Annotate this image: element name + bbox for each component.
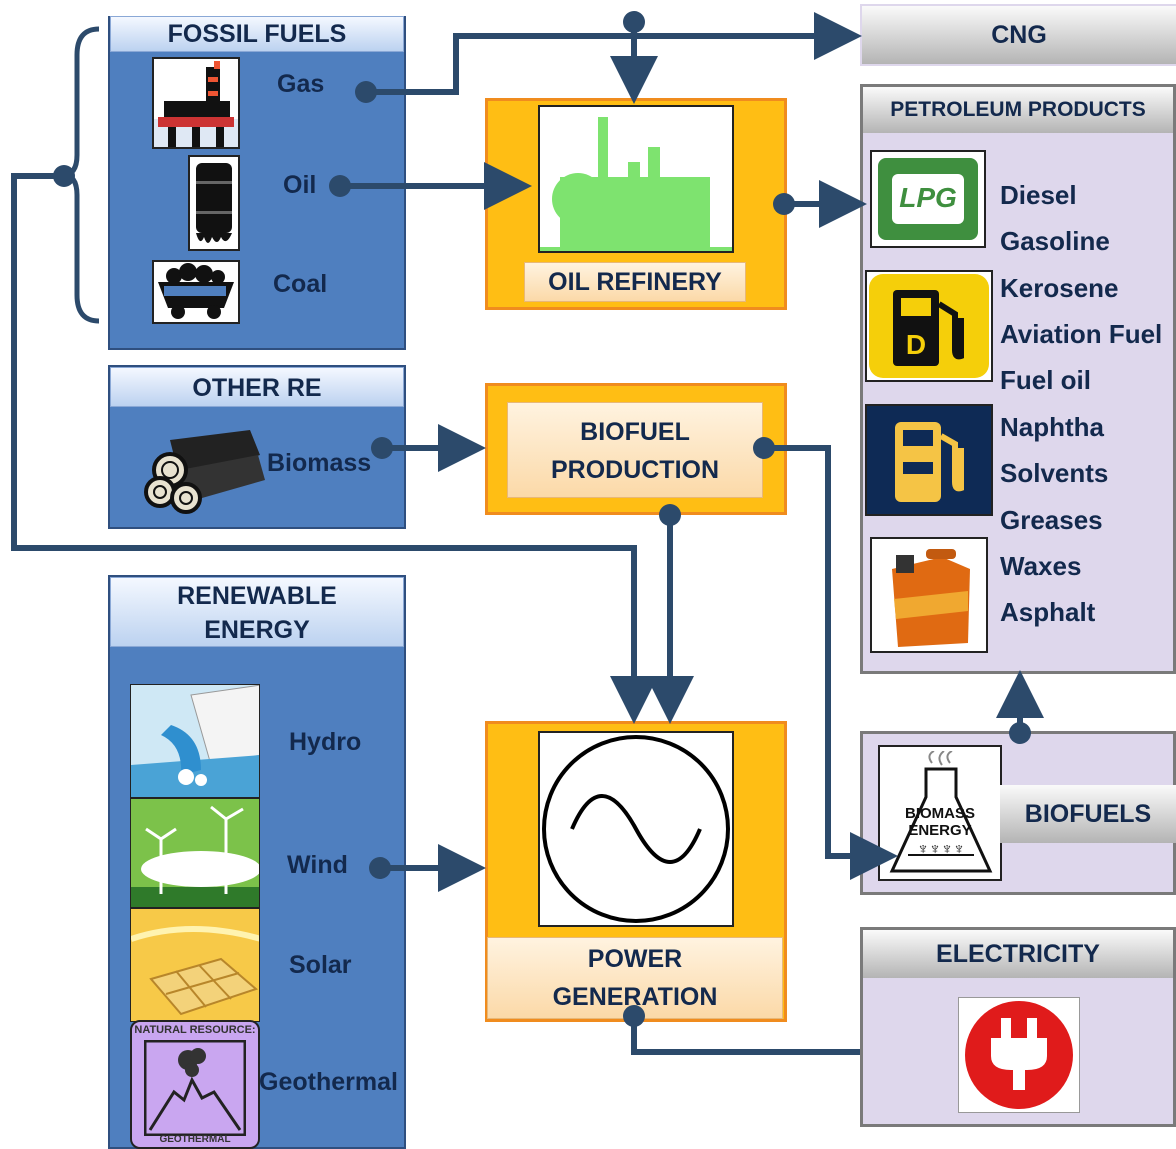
product-asphalt: Asphalt [1000, 597, 1096, 627]
wind-turbines-icon [130, 798, 260, 908]
biofuel-line2: PRODUCTION [550, 456, 720, 484]
hydro-label: Hydro [289, 728, 362, 756]
oil-rig-icon [152, 57, 240, 149]
product-fuel-oil: Fuel oil [1000, 365, 1091, 395]
fuel-pump-yellow-icon: D [865, 270, 993, 382]
product-diesel: Diesel [1000, 180, 1077, 210]
oil-barrel-icon [188, 155, 240, 251]
plug-icon [958, 997, 1080, 1113]
electricity-header: ELECTRICITY [863, 930, 1173, 978]
coal-label: Coal [273, 270, 328, 298]
product-naphtha: Naphtha [1000, 412, 1104, 442]
jerry-can-icon [870, 537, 988, 653]
renewable-energy-header: RENEWABLE ENERGY [110, 577, 404, 647]
biofuels-label: BIOFUELS [1000, 785, 1176, 843]
petroleum-products-header: PETROLEUM PRODUCTS [863, 87, 1173, 133]
biomass-logs-icon [140, 410, 270, 520]
refinery-icon [538, 105, 734, 253]
fuel-pump-blue-icon [865, 404, 993, 516]
other-re-header: OTHER RE [110, 367, 404, 407]
product-solvents: Solvents [1000, 458, 1109, 488]
cng-label: CNG [862, 6, 1176, 64]
biofuel-line1: BIOFUEL [580, 418, 690, 446]
product-aviation-fuel: Aviation Fuel [1000, 319, 1163, 349]
renewable-title-line1: RENEWABLE [177, 582, 337, 610]
biomass-energy-line1: BIOMASS [904, 805, 975, 822]
coal-cart-icon [152, 260, 240, 324]
product-gasoline: Gasoline [1000, 226, 1110, 256]
product-kerosene: Kerosene [1000, 273, 1119, 303]
generator-icon [538, 731, 734, 927]
wind-label: Wind [287, 851, 348, 879]
gas-label: Gas [277, 70, 325, 98]
lpg-text: LPG [899, 182, 957, 213]
oil-refinery-label: OIL REFINERY [524, 262, 746, 302]
svg-text:D: D [906, 329, 926, 360]
geothermal-bottom-text: GEOTHERMAL [159, 1134, 231, 1145]
geothermal-top-text: NATURAL RESOURCE: [134, 1024, 256, 1036]
oil-label: Oil [283, 171, 317, 199]
hydro-dam-icon [130, 684, 260, 798]
geothermal-icon: NATURAL RESOURCE: GEOTHERMAL [130, 1020, 260, 1149]
power-generation-label: POWER GENERATION [487, 937, 783, 1019]
fossil-fuels-header: FOSSIL FUELS [110, 16, 404, 52]
biofuel-production-label: BIOFUEL PRODUCTION [507, 402, 763, 498]
plant-icons: ♆♆♆♆ [917, 841, 965, 858]
geothermal-label: Geothermal [259, 1068, 398, 1096]
lpg-icon: LPG [870, 150, 986, 248]
solar-label: Solar [289, 951, 352, 979]
renewable-title-line2: ENERGY [204, 616, 310, 644]
biomass-energy-icon: BIOMASS ENERGY ♆♆♆♆ [878, 745, 1002, 881]
biomass-label: Biomass [267, 449, 372, 477]
biomass-energy-line2: ENERGY [908, 822, 972, 839]
power-line1: POWER [587, 945, 683, 973]
product-waxes: Waxes [1000, 551, 1082, 581]
product-greases: Greases [1000, 505, 1103, 535]
